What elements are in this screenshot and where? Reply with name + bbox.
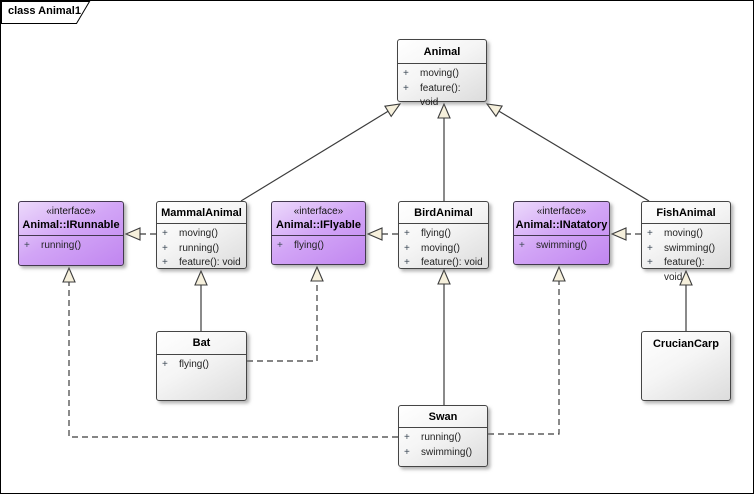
class-bat[interactable]: Bat +flying() bbox=[156, 331, 247, 401]
class-header: MammalAnimal bbox=[157, 202, 246, 224]
interface-header: «interface» Animal::IFlyable bbox=[272, 202, 365, 236]
class-cruciancarp[interactable]: CrucianCarp bbox=[641, 331, 731, 401]
class-header: BirdAnimal bbox=[399, 202, 488, 224]
method-row: +feature(): void bbox=[162, 257, 241, 268]
class-fishanimal[interactable]: FishAnimal +moving() +swimming() +featur… bbox=[641, 201, 731, 283]
realization-swan-to-inatatory[interactable] bbox=[488, 265, 566, 435]
method-row: +flying() bbox=[277, 240, 325, 251]
class-name: MammalAnimal bbox=[161, 206, 242, 219]
interface-header: «interface» Animal::IRunnable bbox=[19, 202, 123, 236]
method-row: +moving() bbox=[647, 228, 703, 239]
class-animal[interactable]: Animal +moving() +feature(): void bbox=[397, 39, 487, 108]
method-row: +swimming() bbox=[519, 240, 588, 251]
interface-iflyable[interactable]: «interface» Animal::IFlyable +flying() bbox=[271, 201, 366, 265]
class-name: FishAnimal bbox=[656, 206, 716, 219]
class-name: Swan bbox=[428, 410, 458, 423]
method-row: +flying() bbox=[404, 228, 452, 239]
class-header: CrucianCarp bbox=[642, 332, 730, 355]
method-row: +moving() bbox=[162, 228, 218, 239]
interface-header: «interface» Animal::INatatory bbox=[514, 202, 609, 236]
method-row: +feature(): void bbox=[403, 82, 461, 109]
generalization-fishanimal-to-animal[interactable] bbox=[485, 103, 650, 202]
class-methods: +moving() +swimming() +feature(): void bbox=[642, 224, 730, 285]
class-methods: +moving() +feature(): void bbox=[398, 64, 486, 111]
method-row: +flying() bbox=[162, 359, 210, 370]
class-name: Animal bbox=[423, 45, 461, 58]
realization-bat-to-iflyable[interactable] bbox=[247, 265, 324, 362]
class-methods: +flying() +moving() +feature(): void bbox=[399, 224, 488, 271]
method-row: +running() bbox=[24, 240, 82, 251]
class-header: Bat bbox=[157, 332, 246, 355]
class-name: Bat bbox=[192, 337, 211, 349]
class-methods: +moving() +running() +feature(): void bbox=[157, 224, 246, 271]
stereotype: «interface» bbox=[46, 206, 96, 217]
interface-inatatory[interactable]: «interface» Animal::INatatory +swimming(… bbox=[513, 201, 610, 265]
class-name: BirdAnimal bbox=[414, 206, 473, 219]
stereotype: «interface» bbox=[536, 206, 587, 217]
frame-title: class Animal1 bbox=[8, 5, 81, 17]
interface-methods: +flying() bbox=[272, 236, 365, 254]
interface-methods: +running() bbox=[19, 236, 123, 254]
method-row: +feature(): void bbox=[647, 257, 705, 283]
realization-swan-to-irunnable[interactable] bbox=[62, 266, 398, 438]
generalization-mammalanimal-to-animal[interactable] bbox=[240, 103, 402, 202]
method-row: +feature(): void bbox=[404, 257, 483, 268]
interface-name: Animal::INatatory bbox=[515, 219, 608, 231]
method-row: +swimming() bbox=[404, 446, 473, 458]
class-methods: +flying() bbox=[157, 355, 246, 373]
interface-methods: +swimming() bbox=[514, 236, 609, 254]
class-mammalanimal[interactable]: MammalAnimal +moving() +running() +featu… bbox=[156, 201, 247, 269]
class-header: FishAnimal bbox=[642, 202, 730, 224]
method-row: +running() bbox=[404, 432, 462, 443]
stereotype: «interface» bbox=[293, 206, 344, 217]
method-row: +running() bbox=[162, 242, 220, 254]
class-methods: +running() +swimming() bbox=[399, 428, 487, 460]
class-birdanimal[interactable]: BirdAnimal +flying() +moving() +feature(… bbox=[398, 201, 489, 269]
class-swan[interactable]: Swan +running() +swimming() bbox=[398, 405, 488, 467]
class-header: Swan bbox=[399, 406, 487, 428]
method-row: +moving() bbox=[403, 68, 459, 79]
method-row: +moving() bbox=[404, 242, 460, 254]
interface-name: Animal::IRunnable bbox=[22, 219, 120, 231]
class-name: CrucianCarp bbox=[652, 337, 720, 350]
method-row: +swimming() bbox=[647, 242, 716, 254]
interface-name: Animal::IFlyable bbox=[276, 219, 361, 231]
class-header: Animal bbox=[398, 40, 486, 64]
interface-irunnable[interactable]: «interface» Animal::IRunnable +running() bbox=[18, 201, 124, 266]
